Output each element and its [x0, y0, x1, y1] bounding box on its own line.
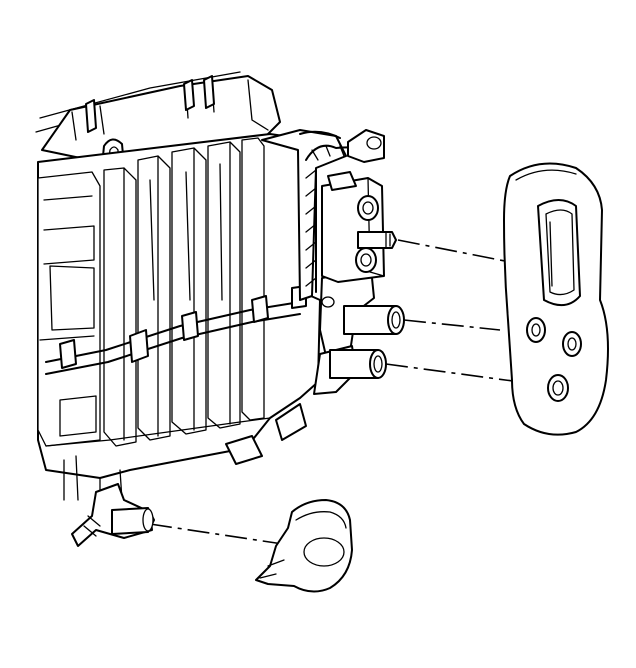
evaporator-tubes [329, 305, 405, 379]
expansion-valve-block [321, 171, 397, 283]
assembly-alignment-lines [149, 239, 551, 547]
drain-tube-grommet [255, 499, 353, 593]
housing-ribs [103, 137, 265, 447]
drain-tube [71, 483, 155, 547]
hvac-module-housing [35, 71, 385, 501]
evaporator-tube-seal-plate [503, 162, 609, 436]
